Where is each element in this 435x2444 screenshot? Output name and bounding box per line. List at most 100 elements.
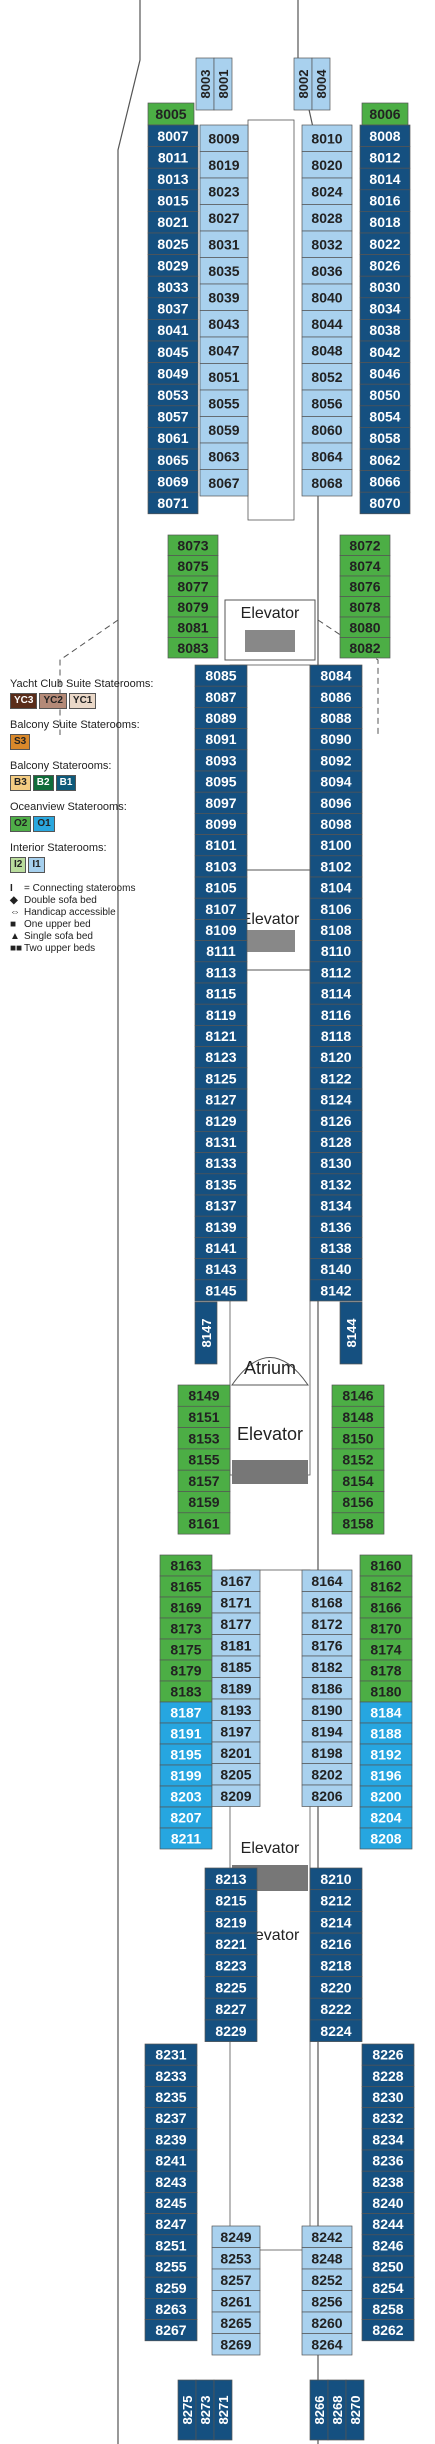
stateroom[interactable]: 8094 [309,770,363,793]
stateroom[interactable]: 8099 [194,813,248,835]
stateroom[interactable]: 8006 [361,102,409,126]
stateroom[interactable]: 8256 [301,2290,353,2313]
stateroom[interactable]: 8179 [159,1659,213,1682]
stateroom[interactable]: 8159 [177,1491,231,1514]
stateroom[interactable]: 8151 [177,1405,231,1428]
stateroom[interactable]: 8221 [204,1932,258,1956]
stateroom[interactable]: 8034 [359,297,411,320]
stateroom[interactable]: 8157 [177,1469,231,1492]
stateroom[interactable]: 8003 [195,57,215,111]
stateroom[interactable]: 8064 [301,442,353,470]
stateroom[interactable]: 8223 [204,1954,258,1977]
stateroom[interactable]: 8075 [167,555,219,577]
stateroom[interactable]: 8122 [309,1067,363,1090]
stateroom[interactable]: 8206 [301,1784,353,1807]
stateroom[interactable]: 8233 [144,2064,198,2087]
stateroom[interactable]: 8116 [309,1003,363,1026]
stateroom[interactable]: 8261 [211,2290,261,2313]
stateroom[interactable]: 8073 [167,534,219,556]
stateroom[interactable]: 8008 [359,124,411,147]
stateroom[interactable]: 8169 [159,1596,213,1619]
stateroom[interactable]: 8121 [194,1025,248,1047]
stateroom[interactable]: 8162 [359,1575,413,1598]
stateroom[interactable]: 8072 [339,534,391,556]
stateroom[interactable]: 8160 [359,1554,413,1577]
stateroom[interactable]: 8262 [361,2319,415,2342]
stateroom[interactable]: 8096 [309,791,363,814]
stateroom[interactable]: 8031 [199,230,249,258]
stateroom[interactable]: 8114 [309,982,363,1005]
stateroom[interactable]: 8049 [147,362,199,385]
stateroom[interactable]: 8055 [199,389,249,417]
stateroom[interactable]: 8066 [359,470,411,493]
stateroom[interactable]: 8126 [309,1109,363,1132]
stateroom[interactable]: 8184 [359,1701,413,1724]
stateroom[interactable]: 8063 [199,442,249,470]
stateroom[interactable]: 8208 [359,1827,413,1850]
stateroom[interactable]: 8135 [194,1173,248,1196]
stateroom[interactable]: 8252 [301,2268,353,2291]
stateroom[interactable]: 8077 [167,575,219,597]
stateroom[interactable]: 8210 [309,1867,363,1891]
stateroom[interactable]: 8222 [309,1997,363,2021]
stateroom[interactable]: 8264 [301,2333,353,2356]
stateroom[interactable]: 8043 [199,310,249,338]
stateroom[interactable]: 8230 [361,2086,415,2108]
stateroom[interactable]: 8232 [361,2107,415,2130]
stateroom[interactable]: 8204 [359,1806,413,1829]
stateroom[interactable]: 8097 [194,791,248,814]
stateroom[interactable]: 8228 [361,2064,415,2087]
stateroom[interactable]: 8183 [159,1680,213,1703]
stateroom[interactable]: 8164 [301,1569,353,1592]
stateroom[interactable]: 8092 [309,749,363,772]
stateroom[interactable]: 8023 [199,177,249,205]
stateroom[interactable]: 8174 [359,1638,413,1661]
stateroom[interactable]: 8185 [211,1655,261,1678]
stateroom[interactable]: 8143 [194,1258,248,1281]
stateroom[interactable]: 8039 [199,283,249,311]
stateroom[interactable]: 8071 [147,491,199,515]
stateroom[interactable]: 8177 [211,1612,261,1635]
stateroom[interactable]: 8015 [147,189,199,212]
stateroom[interactable]: 8061 [147,427,199,450]
stateroom[interactable]: 8148 [331,1405,385,1428]
stateroom[interactable]: 8052 [301,363,353,391]
stateroom[interactable]: 8134 [309,1194,363,1217]
stateroom[interactable]: 8224 [309,2019,363,2042]
stateroom[interactable]: 8254 [361,2276,415,2299]
stateroom[interactable]: 8046 [359,362,411,385]
stateroom[interactable]: 8266 [309,2379,329,2441]
stateroom[interactable]: 8132 [309,1173,363,1196]
stateroom[interactable]: 8105 [194,876,248,899]
stateroom[interactable]: 8170 [359,1617,413,1640]
stateroom[interactable]: 8161 [177,1512,231,1535]
stateroom[interactable]: 8202 [301,1763,353,1786]
stateroom[interactable]: 8138 [309,1237,363,1259]
stateroom[interactable]: 8111 [194,940,248,963]
stateroom[interactable]: 8245 [144,2192,198,2214]
stateroom[interactable]: 8019 [199,151,249,179]
stateroom[interactable]: 8180 [359,1680,413,1703]
stateroom[interactable]: 8009 [199,124,249,152]
stateroom[interactable]: 8088 [309,707,363,729]
stateroom[interactable]: 8242 [301,2225,353,2248]
stateroom[interactable]: 8158 [331,1512,385,1535]
stateroom[interactable]: 8029 [147,254,199,277]
stateroom[interactable]: 8129 [194,1109,248,1132]
stateroom[interactable]: 8041 [147,319,199,342]
stateroom[interactable]: 8033 [147,275,199,299]
stateroom[interactable]: 8216 [309,1932,363,1956]
stateroom[interactable]: 8181 [211,1634,261,1657]
stateroom[interactable]: 8081 [167,616,219,638]
stateroom[interactable]: 8207 [159,1806,213,1829]
stateroom[interactable]: 8004 [311,57,331,111]
stateroom[interactable]: 8188 [359,1722,413,1745]
stateroom[interactable]: 8189 [211,1677,261,1700]
stateroom[interactable]: 8131 [194,1131,248,1153]
stateroom[interactable]: 8118 [309,1025,363,1047]
stateroom[interactable]: 8060 [301,416,353,444]
stateroom[interactable]: 8215 [204,1889,258,1912]
stateroom[interactable]: 8014 [359,167,411,191]
stateroom[interactable]: 8213 [204,1867,258,1891]
stateroom[interactable]: 8186 [301,1677,353,1700]
